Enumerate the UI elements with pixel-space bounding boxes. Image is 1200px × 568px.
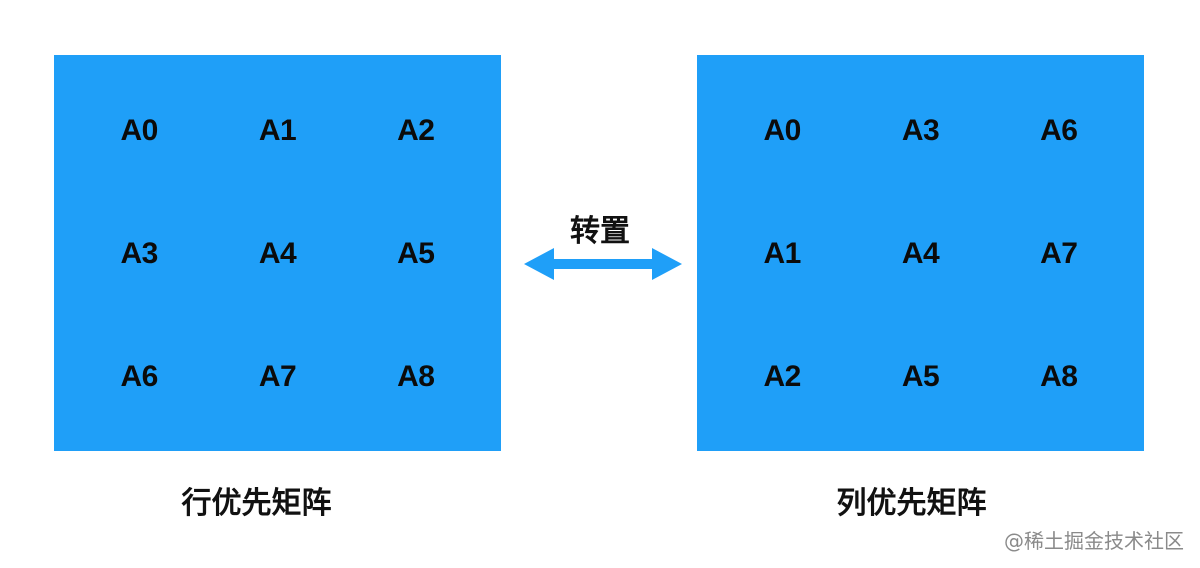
matrix-cell: A1 (763, 236, 801, 270)
matrix-cell: A3 (120, 236, 158, 270)
row-major-matrix: A0 A1 A2 A3 A4 A5 A6 A7 A8 (54, 55, 501, 451)
matrix-cell: A7 (1040, 236, 1078, 270)
matrix-cell: A1 (258, 113, 297, 147)
matrix-cell: A0 (120, 113, 158, 147)
transpose-label: 转置 (570, 214, 630, 249)
matrix-cell: A5 (901, 360, 940, 394)
matrix-cell: A2 (763, 360, 801, 394)
matrix-cell: A5 (397, 236, 435, 270)
column-major-caption: 列优先矩阵 (836, 486, 987, 521)
matrix-cell: A8 (1040, 360, 1078, 394)
matrix-cell: A4 (901, 236, 940, 270)
row-major-caption: 行优先矩阵 (181, 486, 332, 521)
column-major-matrix: A0 A3 A6 A1 A4 A7 A2 A5 A8 (697, 55, 1144, 451)
matrix-cell: A4 (258, 236, 297, 270)
matrix-cell: A6 (1040, 113, 1078, 147)
matrix-cell: A6 (120, 360, 158, 394)
matrix-cell: A2 (397, 113, 435, 147)
watermark: @稀土掘金技术社区 (1004, 529, 1184, 553)
matrix-cell: A3 (901, 113, 940, 147)
double-headed-arrow-icon (524, 248, 682, 280)
matrix-cell: A8 (397, 360, 435, 394)
matrix-cell: A7 (258, 360, 297, 394)
arrow-shape (524, 248, 682, 280)
matrix-cell: A0 (763, 113, 801, 147)
